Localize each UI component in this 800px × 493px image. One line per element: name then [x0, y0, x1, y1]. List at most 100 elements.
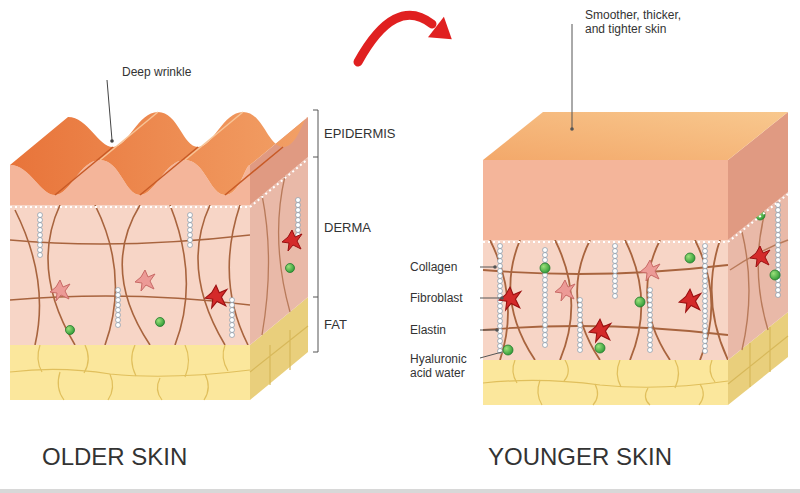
collagen-fibers: [483, 240, 728, 360]
collagen-fiber: [483, 265, 728, 274]
bracket-line: [313, 110, 318, 352]
collagen-fiber: [695, 240, 711, 360]
collagen-fibers: [10, 205, 250, 345]
collagen-fiber: [555, 240, 571, 360]
collagen-fiber: [95, 205, 115, 345]
panel-title: OLDER SKIN: [42, 443, 187, 471]
leader-line: [480, 352, 502, 358]
hyaluronic-dot: [66, 326, 75, 335]
fibroblast-cell: [205, 285, 227, 308]
fat-cell-line: [513, 360, 715, 388]
leader-dot: [500, 296, 504, 300]
elastin-chains: [40, 200, 298, 338]
arrow-head: [428, 17, 452, 40]
elastin-chain: [775, 205, 781, 300]
collagen-fiber: [10, 235, 250, 244]
side-fibers: [262, 176, 290, 335]
elastin-chain: [188, 215, 192, 250]
wrinkled-surface: [10, 112, 308, 195]
panel-title: YOUNGER SKIN: [488, 443, 672, 471]
elastin-chain: [115, 290, 121, 330]
fat-cell-line: [58, 372, 208, 400]
leader-dots: [493, 127, 574, 332]
hyaluronic-dots: [66, 264, 295, 335]
elastin-chain: [578, 300, 582, 354]
hyaluronic-dot: [635, 297, 645, 307]
collagen-fiber: [279, 176, 290, 312]
leader-dot: [493, 265, 497, 269]
elastin-chain: [702, 246, 708, 354]
elastin-chain: [703, 246, 707, 354]
leader-line: [107, 80, 112, 140]
fibroblast-cell: [750, 246, 770, 267]
leader-dot: [495, 328, 499, 332]
collagen-fiber: [15, 210, 40, 345]
hyaluronic-dot: [685, 253, 695, 263]
derma-layer: [10, 205, 250, 345]
smooth-surface: [483, 112, 788, 160]
leader-dot: [570, 127, 574, 131]
collagen-fiber: [262, 195, 269, 335]
younger-skin-block: [483, 112, 788, 405]
fibroblast-cell: [555, 280, 575, 301]
elastin-chain: [116, 290, 120, 330]
epidermis-layer: [483, 160, 728, 240]
arrow-shaft: [358, 15, 432, 62]
derma-layer: [483, 240, 728, 360]
fat-layer: [483, 360, 728, 405]
hyaluronic-dot: [156, 318, 165, 327]
collagen-fiber: [48, 205, 75, 345]
transform-arrow: [358, 15, 452, 62]
fibroblast-cell: [50, 280, 70, 301]
elastin-chain: [295, 200, 301, 240]
fibroblast-cell: [640, 260, 660, 281]
older-skin-block: [10, 112, 308, 400]
leader-line: [480, 267, 495, 268]
fat-layer: [10, 345, 250, 400]
layer-label: EPIDERMIS: [324, 126, 396, 141]
collagen-fiber: [758, 212, 768, 330]
elastin-chain: [612, 246, 618, 300]
callout-label: Smoother, thicker, and tighter skin: [585, 8, 703, 36]
elastin-chain: [613, 246, 617, 300]
fat-cell-line: [483, 380, 728, 387]
callout-label: Elastin: [410, 323, 446, 337]
hyaluronic-dot: [503, 345, 513, 355]
layer-label: FAT: [324, 317, 347, 332]
collagen-fiber: [170, 205, 186, 345]
bottom-rule: [0, 489, 800, 493]
leader-lines: [480, 24, 572, 358]
collagen-fiber: [647, 240, 670, 360]
wrinkle-crest: [100, 112, 158, 160]
fibroblast-cell: [135, 270, 155, 291]
elastin-chain: [37, 215, 43, 260]
wrinkle-crest: [185, 112, 243, 160]
leader-dot: [110, 139, 114, 143]
wrinkle-trough: [55, 147, 113, 195]
leader-line: [480, 330, 497, 331]
elastin-chain: [296, 200, 300, 240]
collagen-fiber: [229, 205, 248, 345]
fibroblast-cell: [589, 319, 611, 342]
elastin-chain: [229, 300, 235, 338]
hyaluronic-dot: [595, 343, 605, 353]
elastin-chain: [577, 300, 583, 354]
fat-cell-line: [38, 345, 228, 377]
callout-label: Hyaluronic acid water: [410, 352, 480, 380]
callout-label: Deep wrinkle: [122, 65, 191, 79]
leader-line: [480, 298, 502, 299]
collagen-fiber: [577, 240, 600, 360]
leader-line: [572, 24, 573, 128]
hyaluronic-dot: [540, 263, 550, 273]
hyaluronic-dot: [770, 270, 780, 280]
hyaluronic-dot: [286, 264, 295, 273]
collagen-fiber: [198, 205, 225, 345]
fat-cell-line: [538, 380, 703, 405]
elastin-chain: [187, 215, 193, 250]
fibroblast-cell: [282, 230, 302, 251]
fibroblasts: [499, 246, 770, 342]
callout-label: Fibroblast: [410, 291, 463, 305]
wrinkle-troughs: [55, 147, 283, 195]
